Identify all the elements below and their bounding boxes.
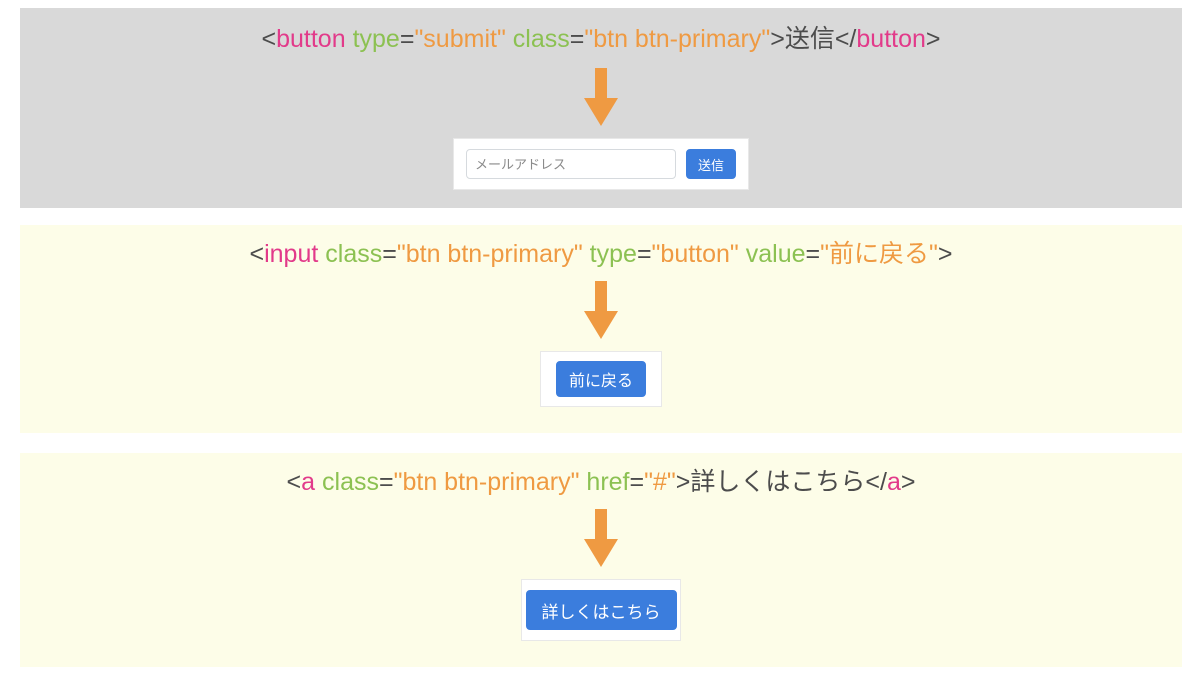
submit-button[interactable]: 送信 [685, 149, 736, 179]
demo-panel-anchor-button: 詳しくはこちら [521, 579, 681, 641]
code-token-attr: type [352, 25, 400, 53]
code-token-val: "#" [644, 468, 676, 496]
code-token-tag: button [856, 25, 926, 53]
code-token-punct: = [805, 240, 821, 268]
code-token-tag: button [276, 25, 346, 53]
details-link-button[interactable]: 詳しくはこちら [525, 590, 677, 630]
code-snippet-input: <input class="btn btn-primary" type="but… [20, 239, 1182, 269]
code-token-attr: type [589, 240, 637, 268]
example-section-button: <button type="submit" class="btn btn-pri… [20, 8, 1182, 208]
code-token-tag: input [264, 240, 319, 268]
code-token-punct: > [925, 25, 941, 53]
code-token-punct: < [286, 468, 302, 496]
code-token-val: "btn btn-primary" [396, 240, 583, 268]
arrow-down-icon [584, 509, 618, 567]
code-token-tag: a [301, 468, 316, 496]
demo-panel-email-form: 送信 [453, 138, 749, 190]
code-token-val: "btn btn-primary" [393, 468, 580, 496]
code-token-attr: class [322, 468, 379, 496]
code-snippet-anchor: <a class="btn btn-primary" href="#">詳しくは… [20, 467, 1182, 497]
code-token-attr: class [325, 240, 383, 268]
example-section-input: <input class="btn btn-primary" type="but… [20, 225, 1182, 433]
code-token-punct [315, 468, 322, 496]
code-token-attr: href [586, 468, 630, 496]
code-token-val: "button" [651, 240, 739, 268]
code-token-punct [346, 25, 353, 53]
code-token-punct: = [382, 240, 397, 268]
demo-panel-input-button: 前に戻る [540, 351, 662, 407]
code-token-attr: value [745, 240, 806, 268]
code-token-val: "前に戻る" [820, 240, 938, 268]
code-token-punct: = [636, 240, 652, 268]
email-field[interactable] [466, 149, 676, 179]
code-token-punct: < [261, 25, 277, 53]
code-token-val: "btn btn-primary" [584, 25, 771, 53]
arrow-down-icon [584, 68, 618, 126]
arrow-down-icon [584, 281, 618, 339]
code-token-punct: < [249, 240, 265, 268]
code-token-punct: = [569, 25, 585, 53]
code-snippet-button: <button type="submit" class="btn btn-pri… [20, 24, 1182, 54]
code-token-punct: = [399, 25, 415, 53]
code-token-punct: = [378, 468, 394, 496]
code-token-punct: > [900, 468, 916, 496]
code-token-val: "submit" [414, 25, 506, 53]
code-token-punct: = [629, 468, 645, 496]
example-section-anchor: <a class="btn btn-primary" href="#">詳しくは… [20, 453, 1182, 667]
code-token-punct [583, 240, 590, 268]
code-token-punct [739, 240, 746, 268]
code-token-text: >送信</ [770, 25, 857, 53]
code-token-punct [506, 25, 513, 53]
code-token-text: >詳しくはこちら</ [675, 468, 887, 496]
code-token-attr: class [512, 25, 570, 53]
back-button[interactable]: 前に戻る [555, 361, 646, 397]
code-token-tag: a [886, 468, 901, 496]
code-token-punct: > [937, 240, 953, 268]
